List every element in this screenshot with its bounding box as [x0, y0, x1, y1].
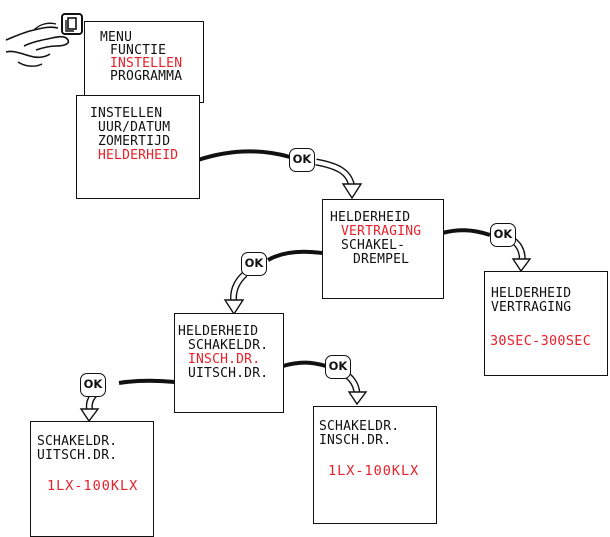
menu-item-instellen-selected[interactable]: INSTELLEN	[110, 56, 183, 71]
connector-vertraging	[441, 228, 491, 237]
screen-line: HELDERHEID	[178, 324, 259, 339]
screen-line: SCHAKEL-	[341, 238, 406, 253]
screen-line: UITSCH.DR.	[188, 366, 269, 381]
hand-pressing-menu-button-icon	[5, 13, 83, 67]
vertraging-value: 30SEC-300SEC	[490, 333, 592, 349]
screen-line: ZOMERTIJD	[98, 134, 171, 149]
instellen-screen: INSTELLEN UUR/DATUM ZOMERTIJD HELDERHEID	[76, 95, 200, 199]
ok-button[interactable]: OK	[490, 223, 516, 247]
vertraging-screen: HELDERHEID VERTRAGING 30SEC-300SEC	[484, 271, 608, 376]
screen-line: SCHAKELDR.	[37, 434, 118, 449]
screen-line: MENU	[100, 30, 133, 45]
menu-screen: MENU FUNCTIE INSTELLEN PROGRAMMA	[84, 21, 204, 103]
screen-line: VERTRAGING	[491, 300, 572, 315]
menu-item-vertraging-selected[interactable]: VERTRAGING	[341, 224, 422, 239]
ok-button[interactable]: OK	[325, 355, 351, 379]
screen-line: INSCH.DR.	[319, 433, 392, 448]
arrow-head-icon	[79, 408, 100, 423]
connector-schakeldrempel	[267, 249, 323, 262]
screen-line: INSTELLEN	[90, 106, 163, 121]
menu-button-icon	[61, 13, 83, 35]
uitschakel-screen: SCHAKELDR. UITSCH.DR. 1LX-100KLX	[30, 421, 154, 537]
connector-uitschakel	[118, 378, 176, 385]
connector-inschakel	[282, 360, 327, 368]
menu-item-helderheid-selected[interactable]: HELDERHEID	[98, 148, 179, 163]
arrow-head-icon	[347, 391, 368, 406]
screen-line: FUNCTIE	[110, 43, 167, 58]
ok-button[interactable]: OK	[80, 373, 106, 397]
screen-line: UUR/DATUM	[98, 120, 171, 135]
helderheid-screen: HELDERHEID VERTRAGING SCHAKEL- DREMPEL	[322, 199, 444, 299]
connector-helderheid	[197, 149, 291, 162]
screen-line: PROGRAMMA	[110, 69, 183, 84]
arrow-head-icon	[511, 258, 532, 273]
screen-line: HELDERHEID	[491, 286, 572, 301]
ok-button[interactable]: OK	[241, 252, 267, 276]
inschakel-value: 1LX-100KLX	[328, 463, 420, 479]
uitschakel-value: 1LX-100KLX	[47, 478, 139, 494]
arrow-head-icon	[223, 299, 245, 316]
screen-line: HELDERHEID	[330, 210, 411, 225]
screen-line: UITSCH.DR.	[37, 448, 118, 463]
ok-button[interactable]: OK	[289, 148, 315, 172]
screen-line: SCHAKELDR.	[319, 419, 400, 434]
schakeldrempel-screen: HELDERHEID SCHAKELDR. INSCH.DR. UITSCH.D…	[174, 313, 284, 413]
screen-line: SCHAKELDR.	[188, 338, 269, 353]
arrow-head-icon	[341, 183, 363, 200]
menu-item-insch-dr-selected[interactable]: INSCH.DR.	[188, 352, 261, 367]
screen-line: DREMPEL	[353, 252, 410, 267]
inschakel-screen: SCHAKELDR. INSCH.DR. 1LX-100KLX	[313, 406, 437, 524]
